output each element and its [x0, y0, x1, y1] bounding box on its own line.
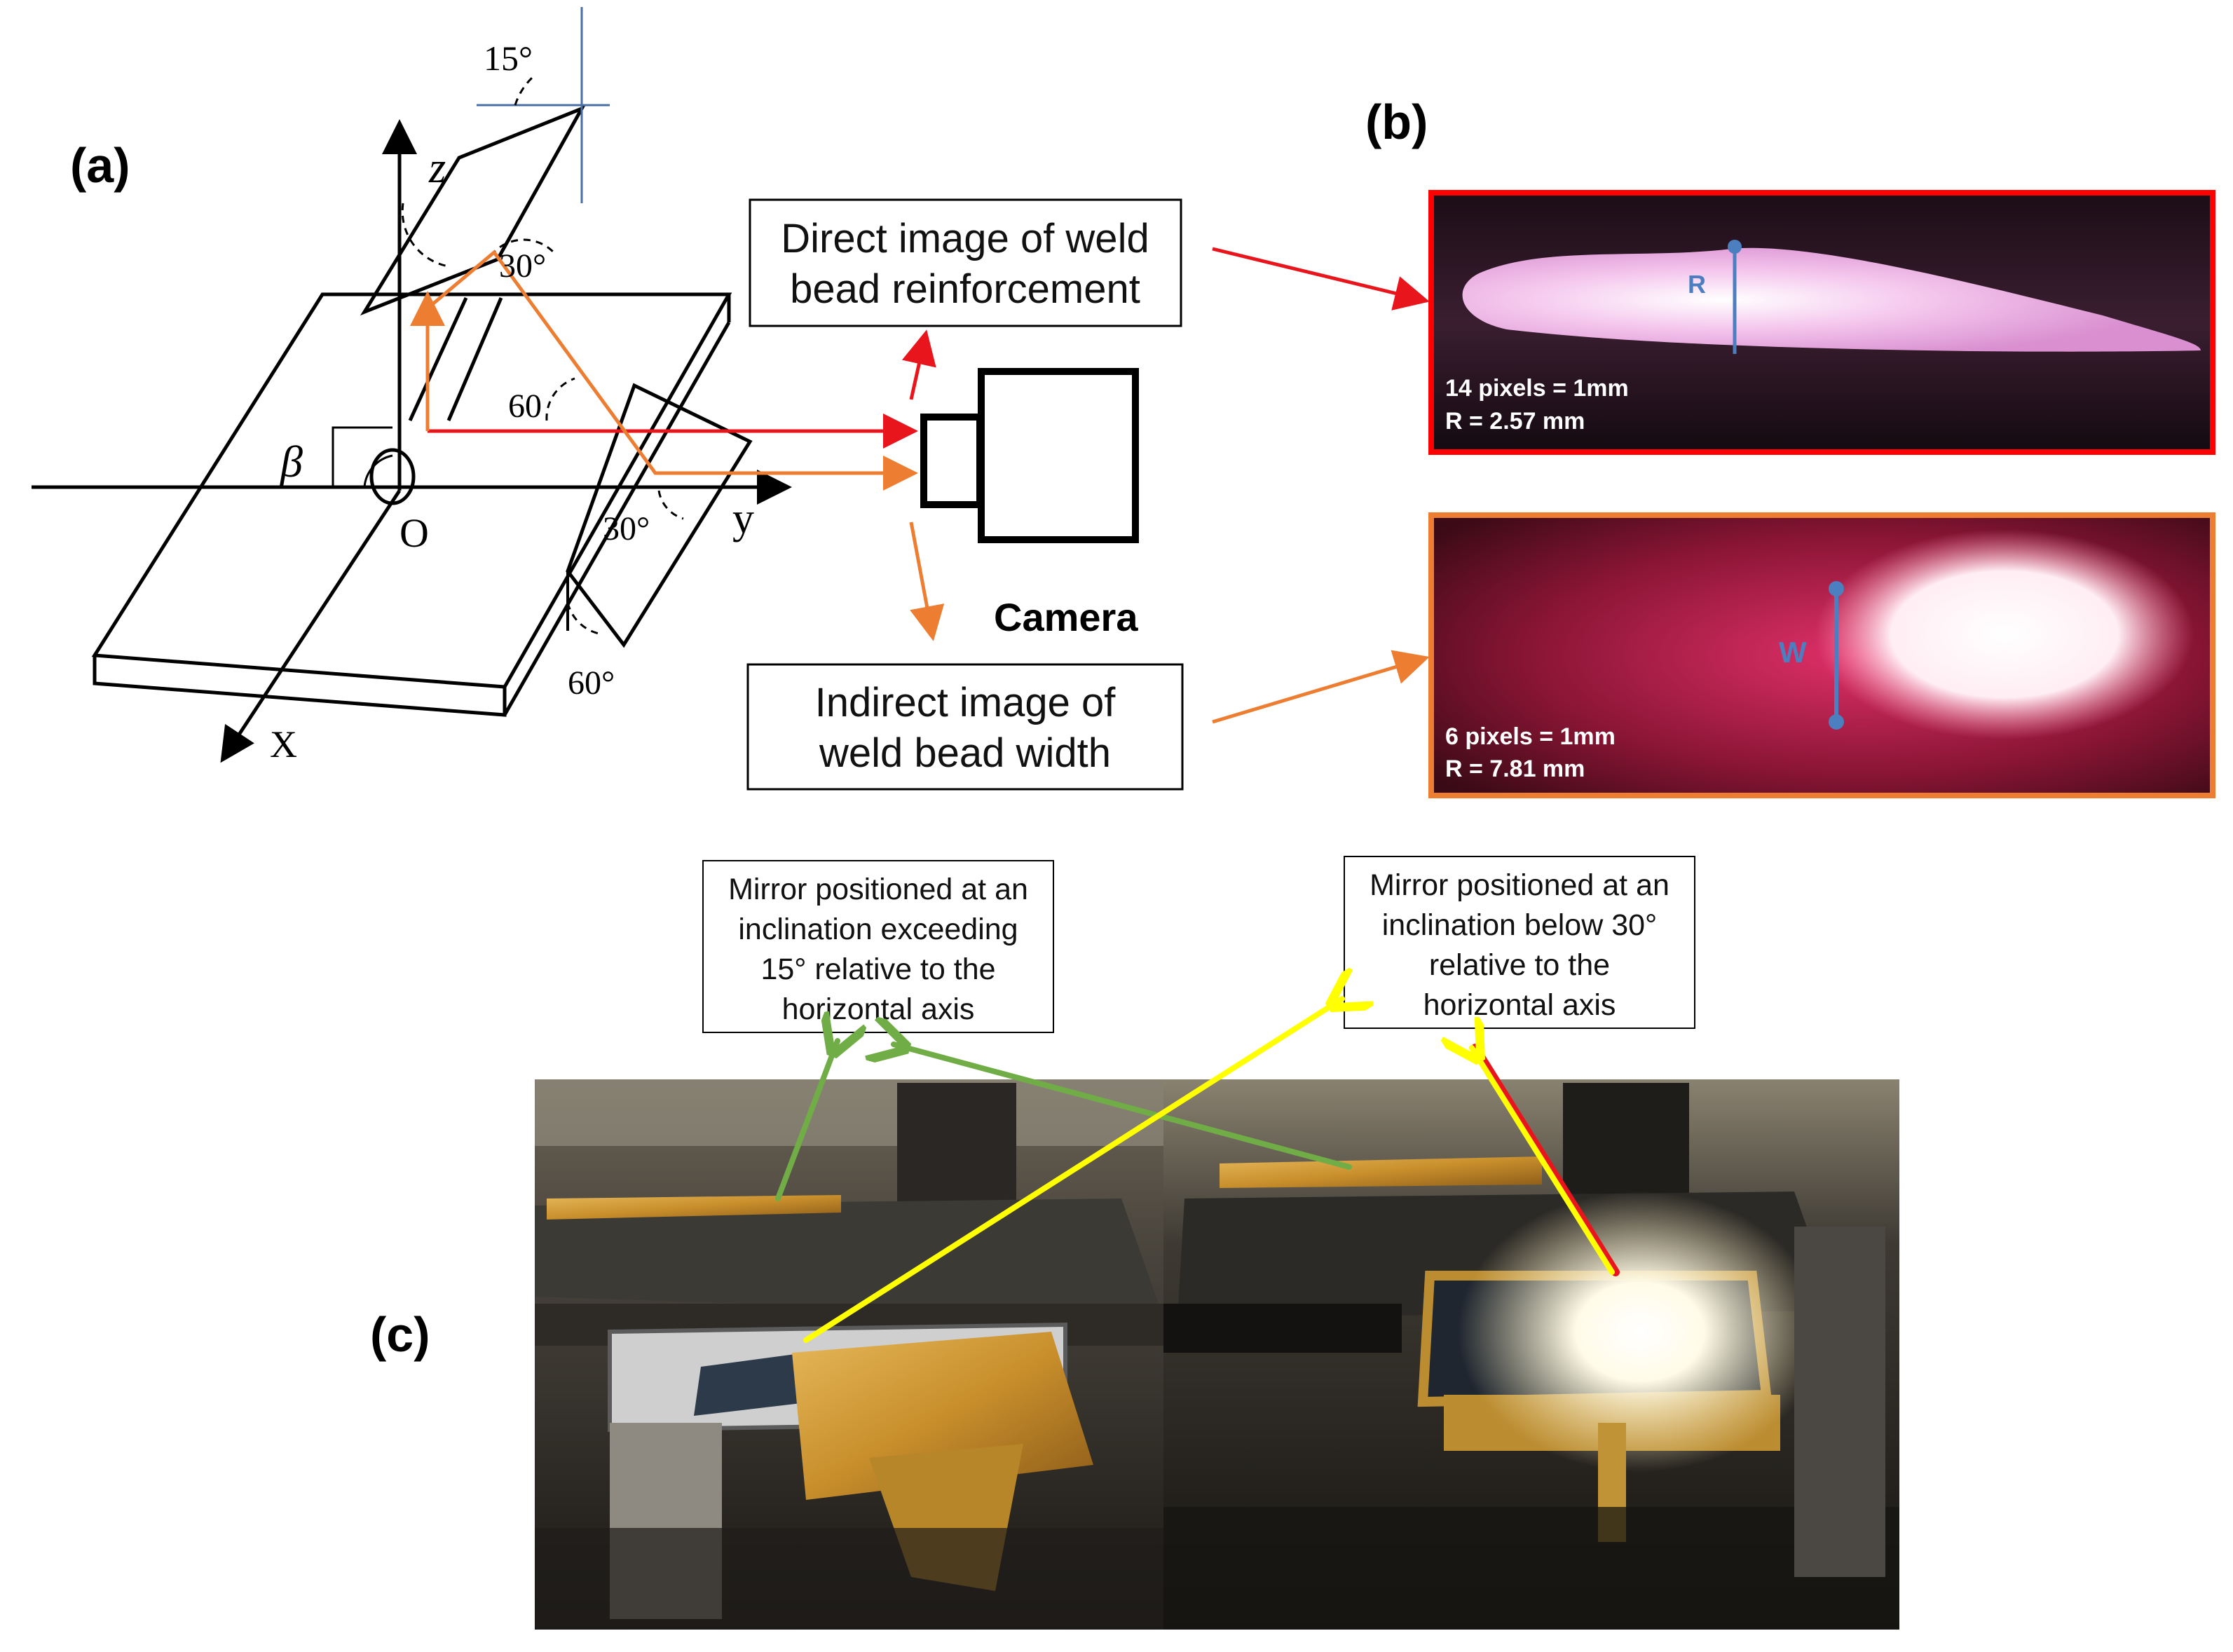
camera-arrow-up — [901, 329, 936, 400]
label-origin: O — [400, 510, 429, 556]
indirect-ray — [425, 250, 918, 491]
beta-arc — [363, 454, 393, 488]
schematic-a — [32, 7, 792, 763]
mirror-note-right: Mirror positioned at an inclination belo… — [1344, 856, 1695, 1029]
width-marker-label: W — [1779, 636, 1807, 669]
direct-weld-image: R 14 pixels = 1mm R = 2.57 mm — [1428, 190, 2215, 455]
light-paths — [410, 250, 918, 491]
schematic-a-labels: 15° 30° 60 30° 60° z y X O β — [270, 39, 754, 765]
indirect-scale-text: 6 pixels = 1mm — [1445, 723, 1616, 750]
weld-bead-glow-indirect — [1815, 529, 2194, 739]
direct-value-text: R = 2.57 mm — [1445, 408, 1585, 435]
direct-scale-text: 14 pixels = 1mm — [1445, 375, 1629, 402]
direct-box-line-2: bead reinforcement — [790, 266, 1140, 312]
direct-box-line-1: Direct image of weld — [781, 216, 1149, 261]
reinforcement-marker-label: R — [1688, 270, 1706, 299]
label-60deg-low: 60° — [568, 664, 615, 702]
indirect-value-text: R = 7.81 mm — [1445, 756, 1585, 782]
width-measure-dot-bottom — [1829, 714, 1844, 730]
label-30deg-top: 30° — [499, 247, 546, 285]
indirect-image-box: Indirect image of weld bead width — [746, 663, 1184, 791]
photo-arrows — [775, 999, 1620, 1343]
x-axis — [220, 489, 402, 763]
direct-image-box: Direct image of weld bead reinforcement — [749, 198, 1182, 327]
beta-right-angle — [332, 426, 392, 487]
camera-label: Camera — [994, 595, 1138, 639]
label-y-axis: y — [732, 495, 754, 542]
arrow-to-direct-image — [1212, 247, 1430, 310]
plate-thickness — [93, 655, 507, 717]
label-z-axis: z — [428, 144, 446, 192]
yellow-arrow-left-photo — [803, 999, 1342, 1343]
z-angle-arc — [401, 203, 449, 268]
mirror-note-left-line-4: horizontal axis — [782, 992, 975, 1026]
label-30deg-low: 30° — [603, 510, 650, 547]
label-x-axis: X — [270, 723, 297, 765]
weld-bead-glow-direct — [1462, 247, 2201, 352]
weld-groove-line — [408, 296, 468, 422]
indirect-box-line-2: weld bead width — [819, 730, 1111, 776]
panel-label-a: (a) — [70, 138, 130, 193]
side-mirror-angle-arc — [566, 602, 603, 636]
mirror-note-right-line-2: inclination below 30° — [1382, 908, 1658, 942]
red-underline-arrow — [1471, 1044, 1620, 1276]
camera-arrow-down — [909, 521, 945, 641]
label-15deg: 15° — [484, 39, 533, 78]
mirror-note-left-line-3: 15° relative to the — [760, 953, 995, 986]
panel-label-c: (c) — [370, 1307, 430, 1362]
angle-arc-60 — [545, 377, 575, 421]
camera-icon — [920, 368, 1139, 543]
panel-label-b: (b) — [1365, 95, 1428, 149]
upper-mirror-angle-arc — [514, 76, 534, 106]
yellow-arrow-right-photo — [1472, 1048, 1615, 1275]
mirror-note-left-line-2: inclination exceeding — [738, 913, 1018, 946]
arrow-to-indirect-image — [1212, 650, 1430, 724]
torch-ellipse — [369, 448, 416, 505]
weld-arc-flash — [1458, 1192, 1822, 1472]
indirect-weld-image: W 6 pixels = 1mm R = 7.81 mm — [1428, 512, 2215, 798]
indirect-box-line-1: Indirect image of — [815, 680, 1116, 725]
label-beta: β — [279, 437, 303, 486]
mirror-note-right-line-1: Mirror positioned at an — [1370, 868, 1669, 902]
plate-edge-right — [503, 321, 731, 716]
camera-arrows — [901, 247, 1430, 724]
reinforcement-measure-dot — [1728, 240, 1742, 254]
photo-right-setup — [1163, 1079, 1899, 1630]
mirror-note-right-line-4: horizontal axis — [1423, 988, 1616, 1022]
label-60-mid: 60 — [508, 388, 542, 425]
angle-arc-30-low — [657, 490, 684, 520]
mirror-note-left-line-1: Mirror positioned at an — [728, 873, 1028, 906]
green-arrow-left-photo — [775, 1041, 838, 1201]
photo-left-setup — [535, 1079, 1163, 1630]
mirror-note-right-line-3: relative to the — [1429, 948, 1610, 982]
width-measure-dot-top — [1829, 581, 1844, 596]
side-mirror — [566, 383, 753, 648]
weld-groove-line-2 — [446, 297, 503, 421]
upper-mirror — [360, 105, 586, 316]
green-arrow-right-photo — [894, 1044, 1352, 1170]
mirror-note-left: Mirror positioned at an inclination exce… — [702, 860, 1054, 1033]
